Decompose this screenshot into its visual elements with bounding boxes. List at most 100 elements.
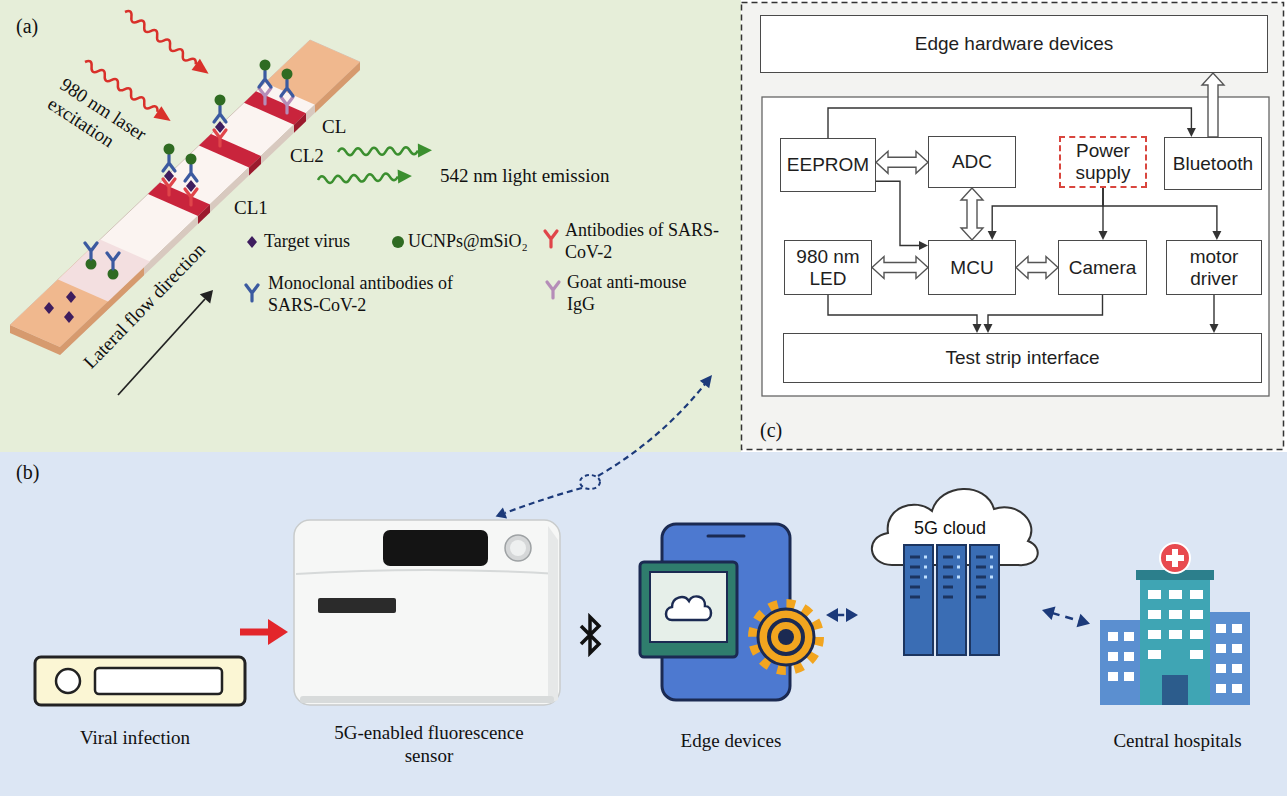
hospital-illustration xyxy=(1124,632,1134,641)
captured-complexes xyxy=(163,155,175,171)
zoom-pointer xyxy=(496,507,508,518)
arrowhead xyxy=(1077,614,1091,627)
panel-grounds xyxy=(0,452,1287,796)
block-box: Bluetooth xyxy=(1164,137,1262,190)
legend-text: UCNPs@mSiO₂ xyxy=(408,231,528,253)
box-label: MCU xyxy=(950,257,993,279)
zoom-pointer xyxy=(496,375,712,519)
connector-line xyxy=(1103,188,1217,232)
hospital-illustration xyxy=(1216,664,1226,673)
bluetooth-symbol xyxy=(581,617,599,653)
captured-complexes xyxy=(164,144,175,155)
hospital-illustration xyxy=(1169,590,1182,599)
block-box: motor driver xyxy=(1166,240,1262,295)
virus-particles xyxy=(64,311,74,323)
box-label: Test strip interface xyxy=(945,347,1099,369)
box-label: 980 nm LED xyxy=(789,246,867,290)
connector-line xyxy=(828,295,977,325)
emission-arrow xyxy=(318,169,413,187)
legend-samples xyxy=(247,236,257,248)
legend-samples xyxy=(547,282,559,298)
connector xyxy=(1210,295,1219,333)
legend-text: Monoclonal antibodies of SARS-CoV-2 xyxy=(268,273,483,316)
captured-complexes xyxy=(214,106,226,122)
arrowhead xyxy=(826,608,838,622)
phone-illustration xyxy=(650,572,727,642)
phone-illustration xyxy=(758,609,814,665)
box-label: EEPROM xyxy=(787,154,869,176)
caption: Edge devices xyxy=(636,730,826,753)
hospital-illustration xyxy=(1108,672,1118,681)
sensor-illustration xyxy=(296,570,558,574)
hospital-illustration xyxy=(1190,650,1203,659)
captured-complexes xyxy=(281,80,293,96)
connector-line xyxy=(1213,295,1214,325)
block-box: Camera xyxy=(1058,240,1147,295)
box-label: Camera xyxy=(1069,257,1137,279)
laser-arrow xyxy=(192,59,213,80)
captured-complexes xyxy=(215,95,226,106)
caption: Viral infection xyxy=(30,727,240,750)
virus-particles xyxy=(66,291,76,303)
connector xyxy=(984,295,1103,333)
arrowhead xyxy=(268,619,288,645)
box-label: motor driver xyxy=(1171,246,1257,290)
connector xyxy=(1103,188,1221,240)
cloud-label: 5G cloud xyxy=(858,518,1042,540)
hospital-illustration xyxy=(1232,684,1242,693)
cloud-outline xyxy=(910,557,986,597)
test-strip xyxy=(244,91,306,124)
connector-line xyxy=(240,629,271,636)
hospital-illustration xyxy=(1108,652,1118,661)
legend-samples xyxy=(545,231,557,247)
arrowhead xyxy=(1212,231,1221,240)
connector-line xyxy=(1102,188,1103,232)
flow-direction-arrow xyxy=(200,290,213,304)
phone-illustration xyxy=(666,596,711,620)
hospital-illustration xyxy=(1148,590,1161,599)
phone-illustration xyxy=(769,620,803,654)
connector xyxy=(872,257,928,279)
laser-arrow xyxy=(153,106,174,127)
block-arrow xyxy=(872,257,928,279)
block-arrow xyxy=(961,188,983,240)
connector xyxy=(1099,188,1108,240)
hospital-illustration xyxy=(1232,644,1242,653)
hospital-illustration xyxy=(1162,675,1188,705)
emission-arrow xyxy=(318,143,432,187)
block-box: 980 nm LED xyxy=(784,240,872,295)
hospital-illustration xyxy=(1216,644,1226,653)
box-label: Power supply xyxy=(1064,140,1142,184)
captured-complexes xyxy=(164,170,174,182)
test-strip xyxy=(199,134,261,167)
connector xyxy=(828,295,982,333)
captured-complexes xyxy=(186,154,197,165)
hospital-illustration xyxy=(1140,576,1210,705)
sensor-illustration xyxy=(505,535,531,561)
sensor-illustration xyxy=(510,540,526,556)
legend-samples xyxy=(246,285,258,301)
hospital-illustration xyxy=(1166,555,1184,561)
hospital-illustration xyxy=(1216,684,1226,693)
connector xyxy=(988,188,1103,240)
arrowhead xyxy=(984,324,993,333)
box-label: Edge hardware devices xyxy=(915,33,1114,55)
block-arrow xyxy=(1202,73,1224,137)
cassette-illustration xyxy=(35,657,245,705)
cloud-outline xyxy=(970,545,999,655)
captured-complexes xyxy=(260,60,271,71)
zoom-pointer xyxy=(580,475,600,489)
panel-label: (a) xyxy=(16,14,38,38)
conjugate-antibodies xyxy=(107,253,119,269)
phone-illustration xyxy=(708,535,744,538)
illustrated-node: 5G-enabled fluorescence sensor xyxy=(288,515,570,775)
zoom-pointer xyxy=(700,375,712,388)
panel-grounds xyxy=(762,97,1269,396)
arrowhead xyxy=(988,231,997,240)
illustrated-node: Central hospitals xyxy=(1090,538,1265,765)
caption: Central hospitals xyxy=(1090,730,1265,753)
connector xyxy=(1016,257,1058,279)
hospital-illustration xyxy=(1208,612,1250,705)
